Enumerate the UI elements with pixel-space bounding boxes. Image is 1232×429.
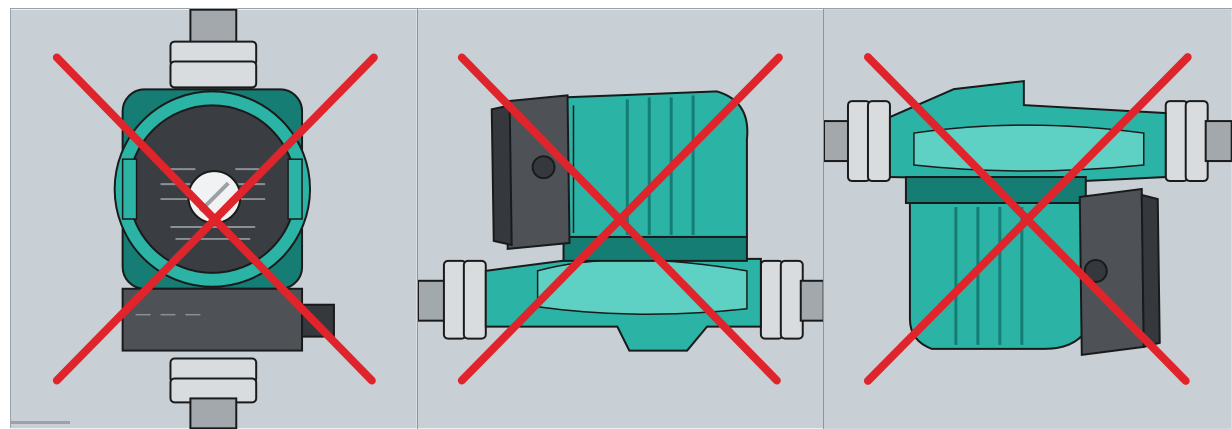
installation-diagram: [10, 8, 1232, 429]
red-cross-icon: [457, 53, 783, 385]
top-pipe-fitting: [169, 9, 258, 89]
right-pipe-fitting: [759, 259, 824, 340]
pump-housing: [113, 88, 312, 290]
right-pipe-fitting: [1165, 100, 1232, 183]
panel-side-view-left: [417, 9, 825, 429]
motor-housing: [905, 176, 1088, 350]
motor-housing: [562, 90, 749, 262]
terminal-box: [490, 94, 571, 250]
frame-corner-mark: [10, 421, 70, 424]
pump-side-view-left: [417, 9, 824, 429]
bottom-pipe-fitting: [169, 357, 258, 429]
pump-side-view-right: [824, 9, 1232, 429]
panel-side-view-right: [824, 9, 1232, 429]
left-pipe-fitting: [824, 100, 892, 183]
terminal-box: [1079, 187, 1162, 357]
left-pipe-fitting: [417, 259, 487, 340]
cable-gland-icon: [531, 155, 556, 180]
pump-front-view: [11, 9, 417, 429]
red-cross-icon: [864, 53, 1193, 385]
cable-gland-icon: [1084, 258, 1109, 283]
red-cross-icon: [52, 53, 378, 385]
panel-front-view: [11, 9, 418, 429]
terminal-box: [121, 287, 335, 352]
